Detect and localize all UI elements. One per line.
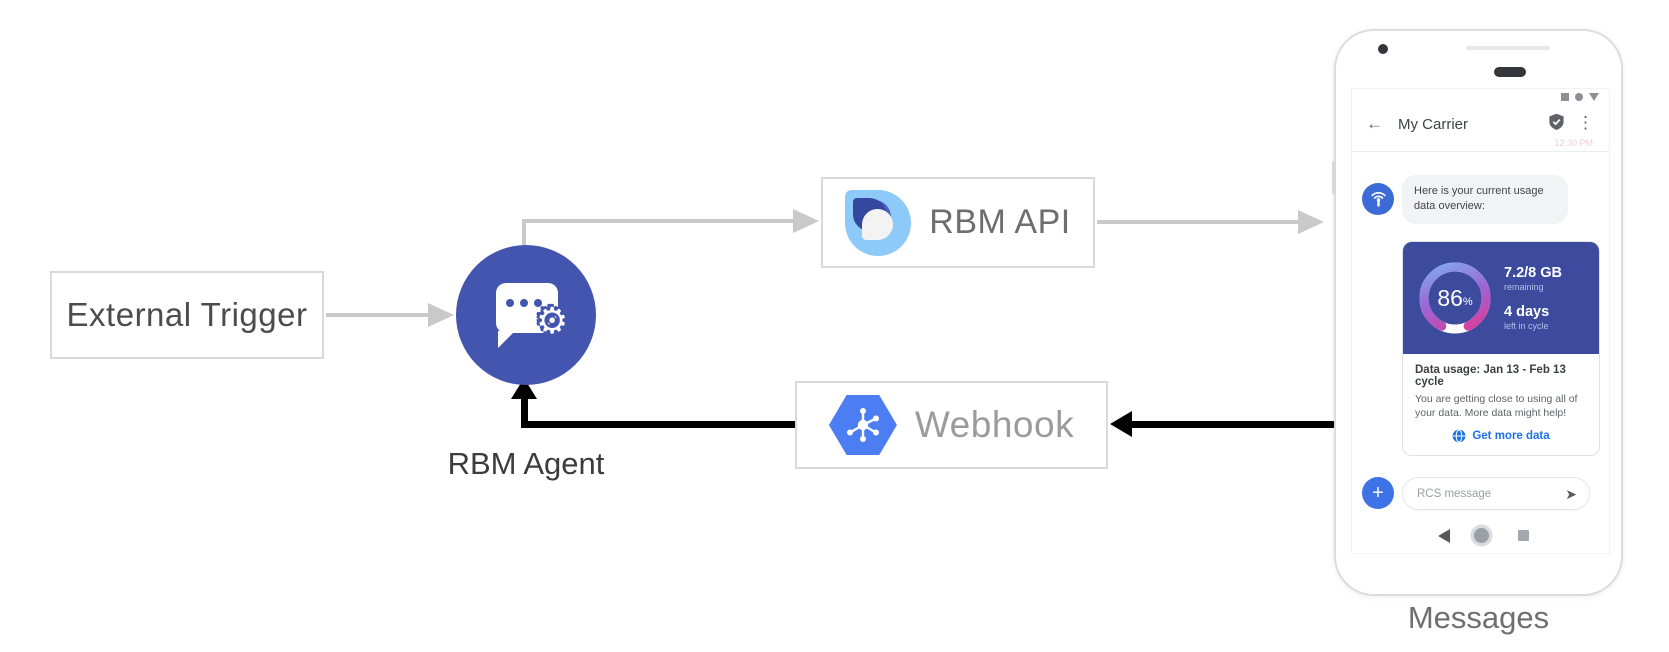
verified-shield-icon bbox=[1548, 113, 1565, 136]
usage-card-title: Data usage: Jan 13 - Feb 13 cycle bbox=[1415, 364, 1566, 388]
conversation-title: My Carrier bbox=[1398, 116, 1468, 133]
nav-back-icon[interactable] bbox=[1438, 529, 1450, 543]
nav-home-icon[interactable] bbox=[1474, 528, 1489, 543]
back-arrow-icon[interactable]: ← bbox=[1366, 114, 1383, 133]
webhook-hexagon-icon bbox=[828, 395, 897, 455]
message-timestamp: 12:30 PM bbox=[1554, 138, 1593, 148]
rbm-api-node: RBM API bbox=[821, 177, 1095, 268]
get-more-data-label: Get more data bbox=[1472, 430, 1550, 443]
phone-screen: ← My Carrier ⋮ 12:30 PM bbox=[1351, 88, 1610, 554]
usage-gauge-section: 86% 7.2/8 GB remaining 4 days left in cy… bbox=[1403, 242, 1599, 354]
data-remaining-value: 7.2/8 GB bbox=[1504, 265, 1563, 281]
usage-card-body: You are getting close to using all of yo… bbox=[1415, 393, 1578, 420]
arrow-agent-to-api-horizontal bbox=[522, 219, 795, 223]
usage-details-section: Data usage: Jan 13 - Feb 13 cycle You ar… bbox=[1403, 354, 1599, 455]
get-more-data-button[interactable]: Get more data bbox=[1415, 429, 1587, 443]
conversation-header: ← My Carrier ⋮ bbox=[1352, 105, 1609, 151]
data-remaining-label: remaining bbox=[1504, 282, 1544, 292]
usage-stats: 7.2/8 GB remaining 4 days left in cycle bbox=[1504, 265, 1562, 331]
external-trigger-node: External Trigger bbox=[50, 271, 324, 359]
rbm-api-logo-icon bbox=[845, 189, 912, 256]
speaker-grill bbox=[1466, 46, 1550, 50]
arrow-trigger-to-agent bbox=[326, 313, 430, 317]
send-icon[interactable]: ➤ bbox=[1565, 486, 1577, 502]
attach-plus-button[interactable]: + bbox=[1362, 477, 1394, 509]
gauge-percent: 86% bbox=[1411, 254, 1499, 342]
arrow-phone-to-webhook bbox=[1128, 421, 1334, 428]
arrow-agent-to-api-vertical bbox=[522, 219, 526, 249]
rcs-message-input[interactable] bbox=[1417, 479, 1557, 508]
data-usage-card: 86% 7.2/8 GB remaining 4 days left in cy… bbox=[1402, 241, 1600, 457]
nav-overview-icon[interactable] bbox=[1518, 530, 1529, 541]
earpiece bbox=[1494, 67, 1526, 77]
message-composer: ➤ bbox=[1402, 477, 1590, 510]
android-nav-bar bbox=[1352, 521, 1609, 551]
chat-dots-icon bbox=[506, 299, 542, 307]
hub-network-icon bbox=[846, 408, 879, 442]
statusbar-circle-icon bbox=[1575, 93, 1583, 101]
overflow-menu-icon[interactable]: ⋮ bbox=[1577, 113, 1594, 132]
carrier-antenna-icon bbox=[1370, 191, 1386, 207]
days-left-label: left in cycle bbox=[1504, 321, 1549, 331]
globe-icon bbox=[1452, 429, 1466, 443]
external-trigger-label: External Trigger bbox=[66, 296, 308, 333]
gear-icon: ⚙ bbox=[536, 300, 569, 341]
arrow-api-to-phone-head bbox=[1298, 210, 1324, 234]
header-divider bbox=[1352, 151, 1609, 152]
chat-bubble-icon bbox=[496, 283, 558, 333]
camera-dot bbox=[1378, 44, 1388, 54]
volume-button bbox=[1332, 161, 1336, 195]
agent-message-bubble: Here is your current usage data overview… bbox=[1402, 175, 1568, 224]
phone-mockup: ← My Carrier ⋮ 12:30 PM bbox=[1332, 29, 1623, 596]
webhook-node: Webhook bbox=[795, 381, 1108, 469]
chat-bubble-tail bbox=[498, 331, 515, 348]
webhook-label: Webhook bbox=[914, 404, 1075, 445]
gauge-percent-unit: % bbox=[1462, 296, 1473, 308]
arrow-webhook-to-agent-horizontal bbox=[521, 421, 795, 428]
statusbar-square-icon bbox=[1561, 93, 1569, 101]
arrow-agent-to-api-head bbox=[793, 209, 819, 233]
statusbar-triangle-icon bbox=[1589, 93, 1599, 101]
arrow-webhook-to-agent-vertical bbox=[521, 395, 528, 428]
arrow-phone-to-webhook-head bbox=[1110, 411, 1132, 437]
rbm-agent-node: ⚙ bbox=[456, 245, 596, 385]
agent-avatar bbox=[1362, 183, 1394, 215]
status-bar bbox=[1561, 93, 1599, 101]
messages-app-caption: Messages bbox=[1407, 600, 1550, 635]
days-left-value: 4 days bbox=[1504, 304, 1550, 320]
gauge-percent-value: 86 bbox=[1437, 284, 1463, 311]
usage-gauge: 86% bbox=[1411, 254, 1499, 342]
arrow-trigger-to-agent-head bbox=[428, 303, 454, 327]
rbm-agent-label: RBM Agent bbox=[447, 446, 605, 481]
rbm-api-label: RBM API bbox=[929, 203, 1071, 241]
arrow-api-to-phone bbox=[1097, 220, 1300, 224]
